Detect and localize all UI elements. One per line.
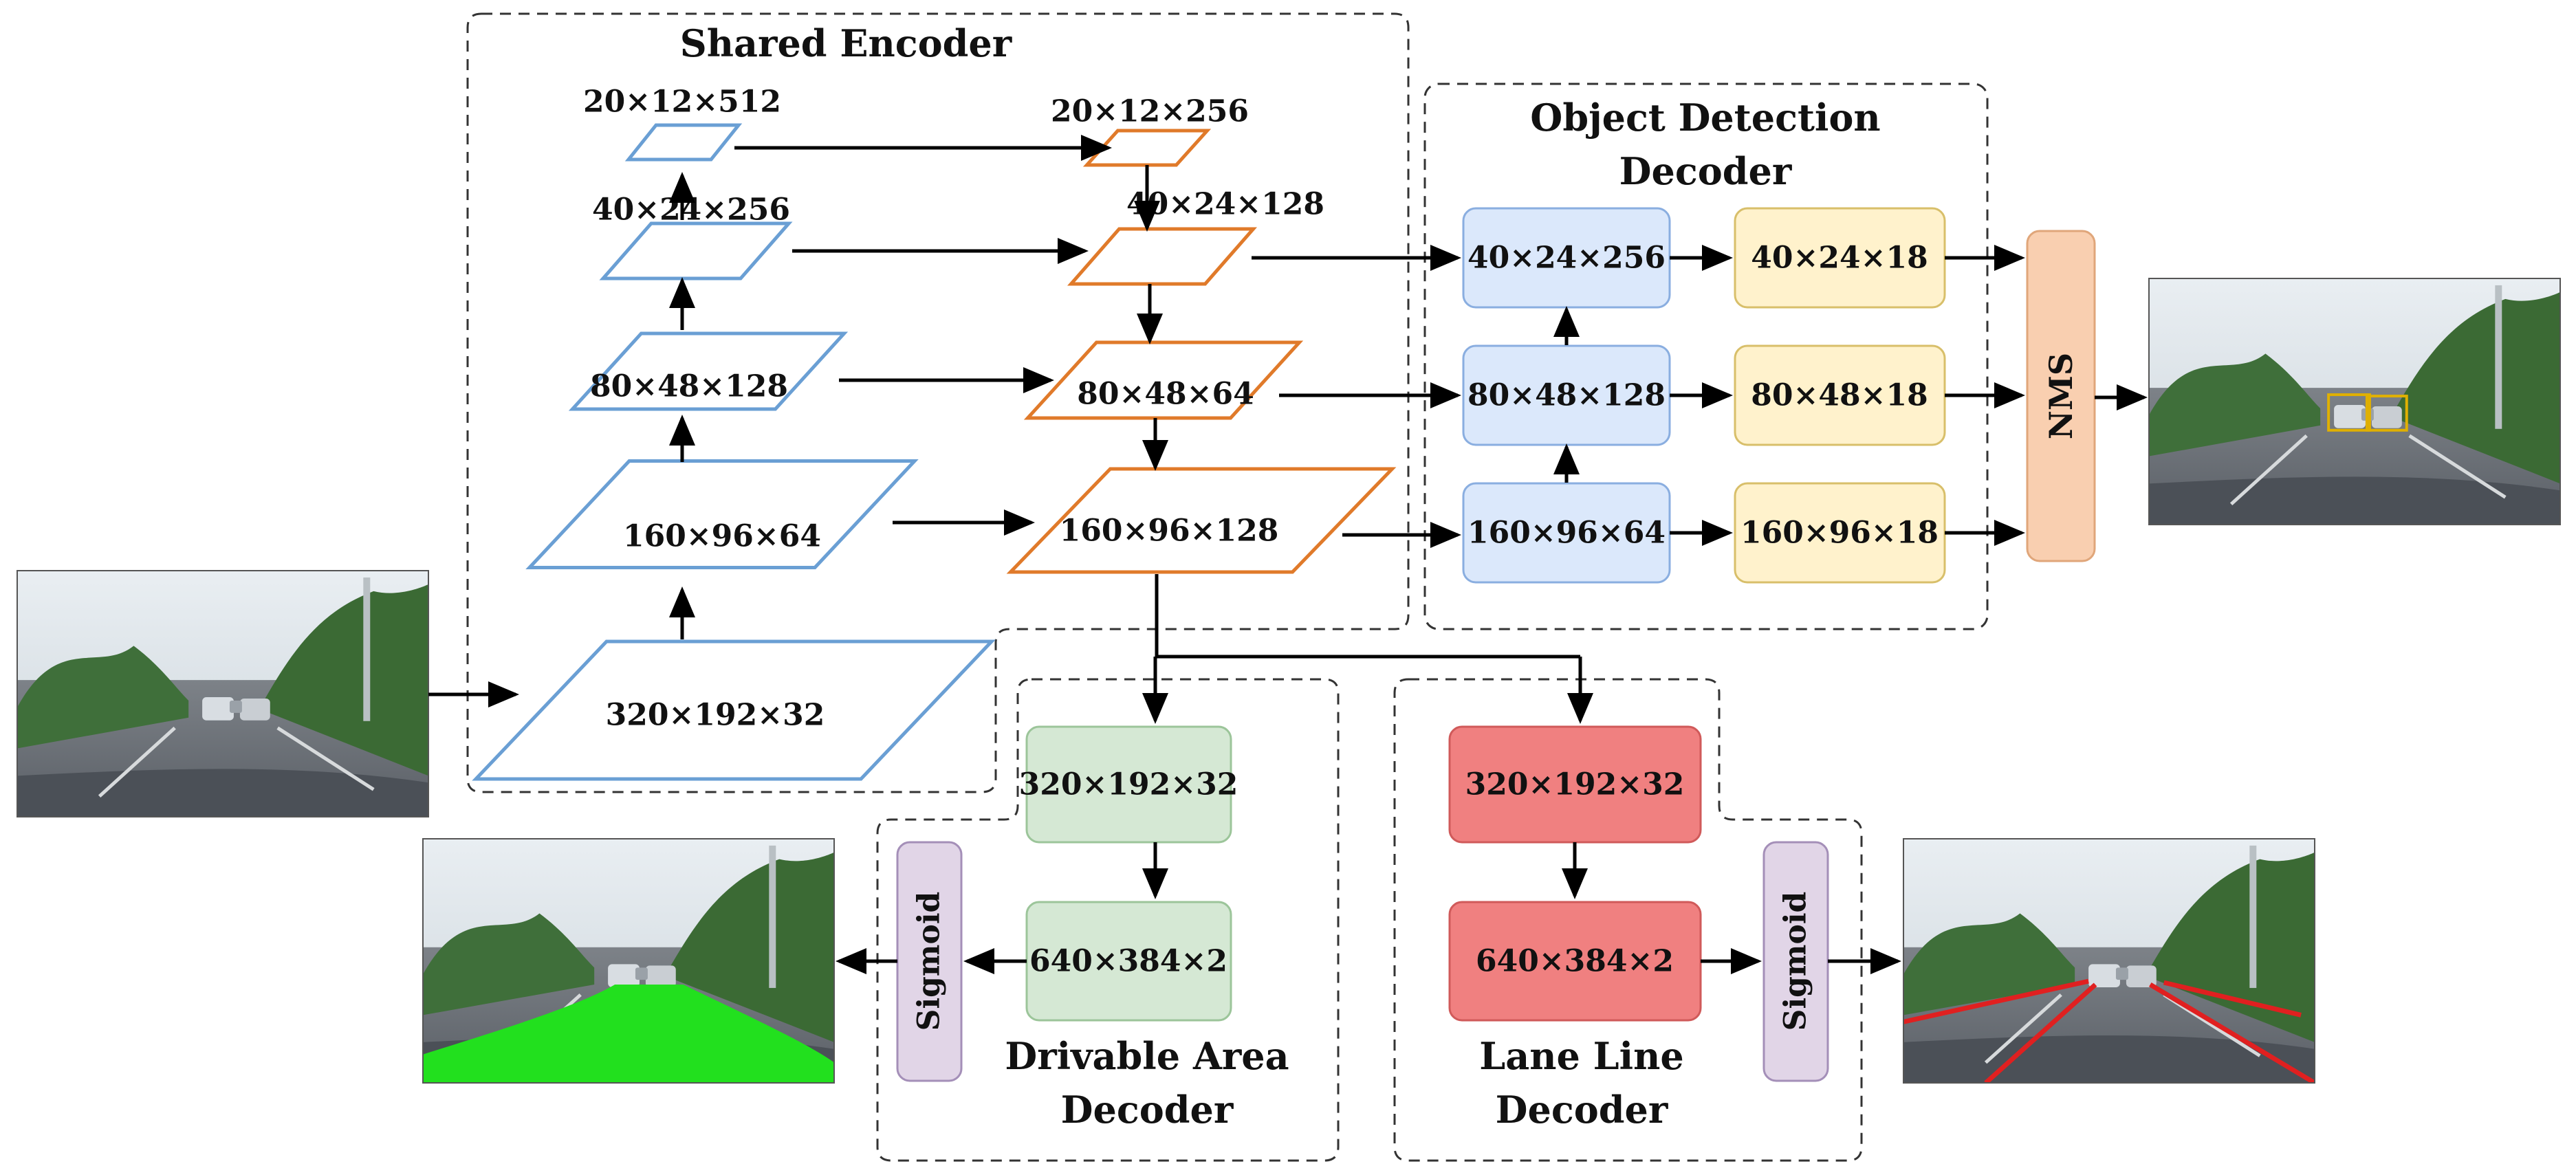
drivable-box-top-label: 320×192×32: [1019, 767, 1238, 802]
group-frames: [466, 12, 1989, 1162]
drivable-area-title-line2: Decoder: [1061, 1088, 1234, 1132]
connector-25: [1155, 574, 1580, 659]
lane-box-bottom-label: 640×384×2: [1476, 944, 1674, 979]
detection-feature-box-2-label: 80×48×128: [1467, 378, 1666, 413]
detection-result-photo: [2149, 278, 2560, 525]
drivable-area-title-line1: Drivable Area: [1005, 1034, 1289, 1078]
backbone-layer-4-label: 160×96×64: [623, 519, 821, 554]
detection-feature-box-1-label: 40×24×256: [1467, 241, 1666, 276]
lane-box-top-label: 320×192×32: [1465, 767, 1685, 802]
connector-arrows: [428, 135, 2148, 974]
detection-output-box-2-label: 80×48×18: [1751, 378, 1928, 413]
detection-output-box-3-label: 160×96×18: [1740, 516, 1939, 551]
detection-boxes: 40×24×256 40×24×18 80×48×128 80×48×18 160×96…: [1462, 207, 2096, 584]
nms-label: NMS: [2042, 353, 2080, 439]
backbone-layer-3-label: 80×48×128: [590, 369, 788, 404]
neck-layer-4: [1006, 467, 1397, 574]
input-image: [17, 570, 429, 817]
drivable-area-decoder: Drivable Area Decoder 320×192×32 640×384×…: [896, 725, 1289, 1132]
shared-encoder-title: Shared Encoder: [680, 21, 1012, 65]
drivable-area-result-photo: [423, 839, 834, 1083]
lane-line-boxes: 320×192×32 640×384×2 Sigmoid: [1448, 725, 1829, 1082]
lane-line-decoder: Lane Line Decoder 320×192×32 640×384×2 Sig…: [1448, 725, 1829, 1132]
backbone-layer-5-label: 320×192×32: [606, 698, 825, 733]
lane-line-title-line2: Decoder: [1496, 1088, 1668, 1132]
drivable-box-top: [1025, 725, 1232, 844]
lane-line-frame: [1393, 678, 1863, 1162]
neck-layer-2-label: 40×24×128: [1126, 187, 1324, 222]
object-detection-frame: [1423, 83, 1989, 630]
neck-layer-4-label: 160×96×128: [1060, 514, 1279, 549]
drivable-output-image: [422, 838, 835, 1084]
neck-layer-1-label: 20×12×256: [1051, 94, 1249, 129]
detection-box-1: [2327, 393, 2371, 432]
detection-output-image: [2148, 278, 2561, 525]
backbone-layer-4: [525, 459, 919, 569]
object-detection-title-line2: Decoder: [1619, 149, 1792, 193]
backbone-layer-3: [568, 331, 849, 411]
backbone-layer-1: [624, 123, 743, 162]
detection-output-box-1-label: 40×24×18: [1751, 241, 1928, 276]
lane-output-image: [1903, 838, 2315, 1084]
encoder-layers: 20×12×512 40×24×256 80×48×128 160×96×64 320×…: [472, 85, 1397, 781]
shared-encoder: Shared Encoder 20×12×512 40×24×256 80×48×1…: [472, 21, 1397, 781]
drivable-area-boxes: 320×192×32 640×384×2 Sigmoid: [896, 725, 1238, 1082]
drivable-area-overlay: [423, 985, 834, 1083]
lane-sigmoid-label: Sigmoid: [1778, 892, 1813, 1031]
neck-layer-3-label: 80×48×64: [1077, 377, 1254, 412]
lane-line-overlay: [1903, 978, 2315, 1083]
object-detection-title-line1: Object Detection: [1530, 96, 1880, 140]
backbone-layer-1-label: 20×12×512: [583, 85, 781, 120]
drivable-area-frame: [876, 678, 1340, 1162]
backbone-layer-2-label: 40×24×256: [592, 193, 790, 228]
lane-line-title-line1: Lane Line: [1479, 1034, 1683, 1078]
detection-box-2: [2365, 395, 2408, 432]
lane-line-result-photo: [1903, 839, 2315, 1083]
backbone-layer-5: [472, 639, 996, 781]
shared-encoder-frame: [466, 12, 1410, 793]
drivable-box-bottom-label: 640×384×2: [1029, 944, 1227, 979]
detection-feature-box-3-label: 160×96×64: [1467, 516, 1666, 551]
backbone-layer-2: [599, 221, 793, 281]
neck-layer-2: [1067, 227, 1258, 286]
input-road-photo: [17, 571, 428, 817]
drivable-sigmoid-label: Sigmoid: [912, 892, 947, 1031]
